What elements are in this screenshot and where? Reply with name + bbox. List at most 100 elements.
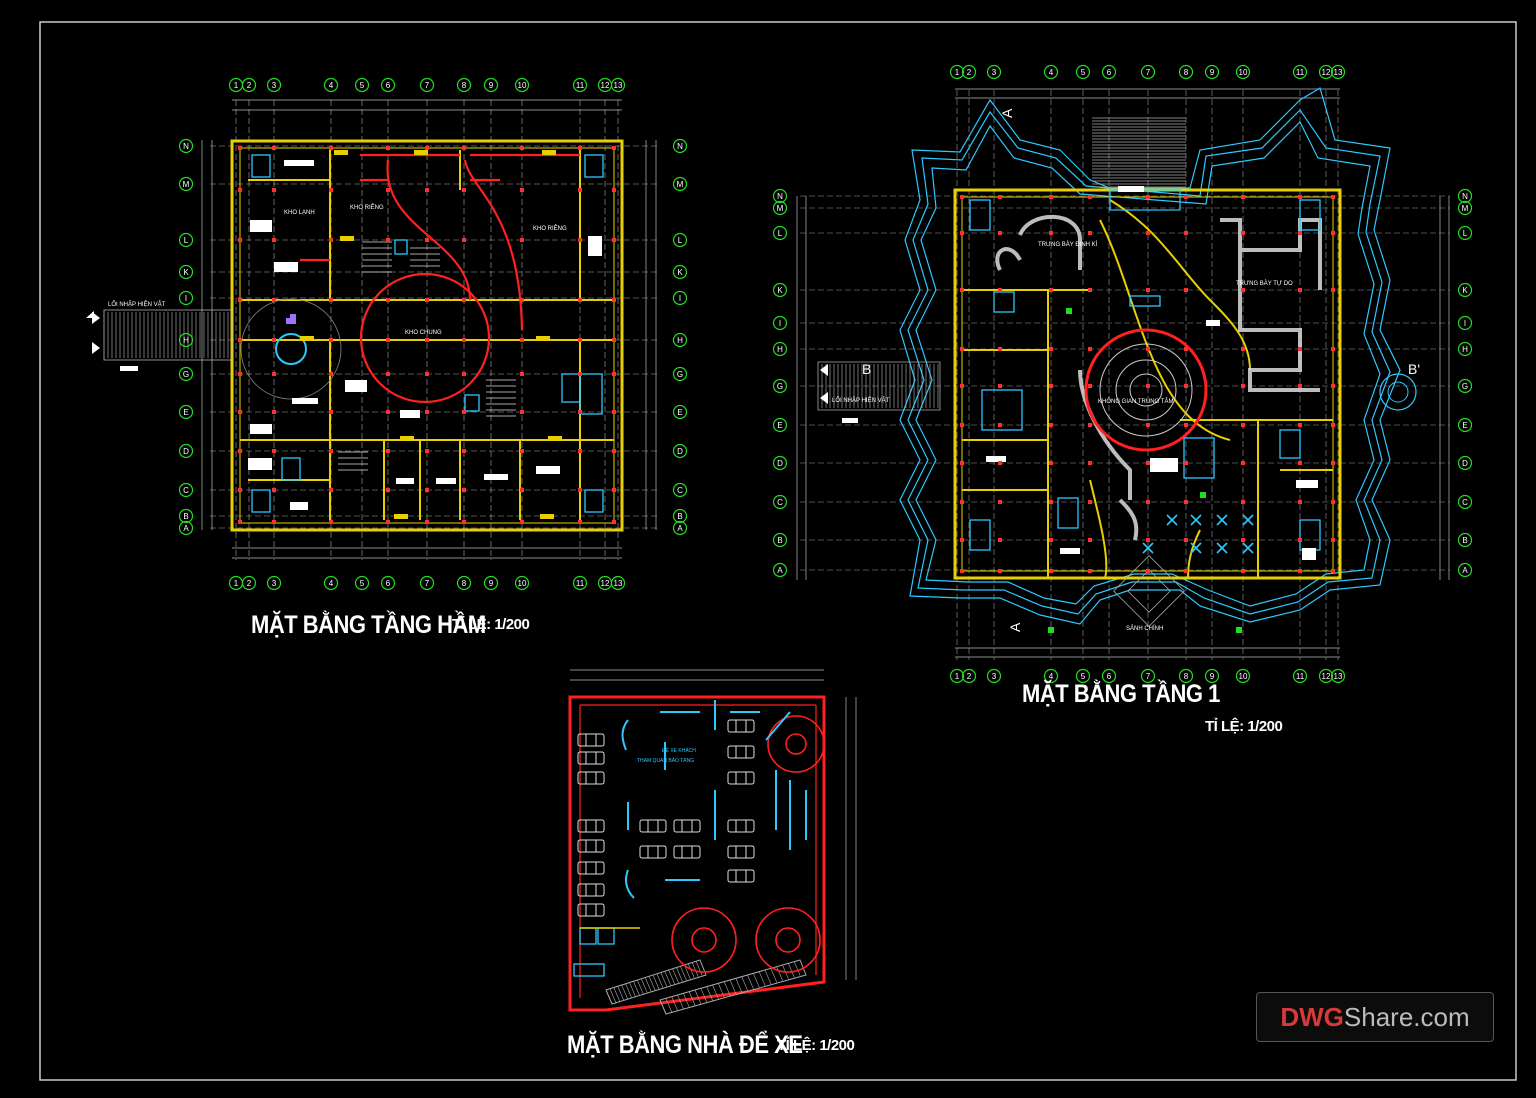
grid-bubble-label: A: [677, 524, 683, 533]
grid-bubble-label: 4: [329, 579, 334, 588]
grid-bubble-label: 2: [247, 579, 252, 588]
grid-bubble-label: G: [1462, 382, 1468, 391]
grid-bubble-label: 1: [955, 672, 960, 681]
grid-bubble-label: 7: [425, 579, 430, 588]
grid-bubble-label: 7: [1146, 672, 1151, 681]
grid-bubble-label: B: [677, 512, 682, 521]
grid-bubble-label: A: [777, 566, 783, 575]
grid-bubble-label: 2: [967, 68, 972, 77]
grid-bubble-label: E: [677, 408, 682, 417]
grid-bubble-label: N: [183, 142, 189, 151]
grid-bubble-label: L: [678, 236, 683, 245]
grid-bubble-label: 5: [360, 579, 365, 588]
grid-bubble-label: N: [777, 192, 783, 201]
grid-bubble-label: H: [777, 345, 783, 354]
grid-bubble-label: K: [183, 268, 189, 277]
grid-bubble-label: 10: [518, 579, 527, 588]
grid-bubble-label: 12: [601, 579, 610, 588]
grid-bubble-label: H: [1462, 345, 1468, 354]
grid-bubble-label: 13: [1334, 68, 1343, 77]
grid-bubble-label: 4: [1049, 68, 1054, 77]
floor1-room-4: SẢNH CHÍNH: [1126, 625, 1163, 632]
grid-bubble-label: 9: [1210, 672, 1215, 681]
grid-bubble-label: M: [677, 180, 684, 189]
grid-bubble-label: C: [777, 498, 783, 507]
basement-room-2: KHO RIÊNG: [350, 203, 384, 211]
parking-note-line2: THAM QUAN BẢO TÀNG: [637, 757, 694, 764]
grid-bubble-label: C: [183, 486, 189, 495]
grid-bubble-label: B: [183, 512, 188, 521]
grid-bubble-label: 13: [614, 579, 623, 588]
grid-bubble-label: 11: [1296, 672, 1305, 681]
grid-bubble-label: L: [184, 236, 189, 245]
grid-bubble-label: 8: [462, 579, 467, 588]
grid-bubble-label: 5: [1081, 672, 1086, 681]
section-mark-a-top: A: [999, 108, 1015, 118]
grid-bubble-label: G: [677, 370, 683, 379]
grid-bubble-label: M: [183, 180, 190, 189]
grid-bubble-label: 2: [967, 672, 972, 681]
grid-bubble-label: 3: [272, 81, 277, 90]
grid-bubble-label: 6: [1107, 672, 1112, 681]
grid-bubble-label: 6: [386, 579, 391, 588]
grid-bubble-label: 1: [955, 68, 960, 77]
grid-bubble-label: 3: [272, 579, 277, 588]
floor1-plan: A A B B' TRƯNG BÀY ĐỊNH KÌ TRƯNG BÀY TỰ …: [772, 64, 1473, 684]
grid-bubble-label: 8: [462, 81, 467, 90]
floor1-room-3: KHÔNG GIAN TRUNG TÂM: [1098, 398, 1173, 405]
grid-bubble-label: 1: [234, 81, 239, 90]
grid-bubble-label: H: [677, 336, 683, 345]
grid-bubble-label: 11: [576, 579, 585, 588]
grid-bubble-label: C: [1462, 498, 1468, 507]
parking-plan: ĐỂ XE KHÁCH THAM QUAN BẢO TÀNG: [568, 669, 857, 1015]
parking-scale: TỈ LỆ: 1/200: [777, 1037, 855, 1054]
grid-bubble-label: D: [677, 447, 683, 456]
section-mark-b-left: B: [862, 361, 871, 377]
grid-bubble-label: C: [677, 486, 683, 495]
sheet-border: [39, 21, 1517, 1081]
grid-bubble-label: H: [183, 336, 189, 345]
grid-bubble-label: 6: [1107, 68, 1112, 77]
grid-bubble-label: 6: [386, 81, 391, 90]
grid-bubble-label: 11: [1296, 68, 1305, 77]
grid-bubble-label: 8: [1184, 68, 1189, 77]
basement-room-1: KHO LẠNH: [284, 210, 315, 216]
grid-bubble-label: B: [777, 536, 782, 545]
grid-bubble-label: L: [778, 229, 783, 238]
grid-bubble-label: 1: [234, 579, 239, 588]
grid-bubble-label: 12: [601, 81, 610, 90]
grid-bubble-label: 12: [1322, 672, 1331, 681]
grid-bubble-label: G: [183, 370, 189, 379]
grid-bubble-label: K: [777, 286, 783, 295]
grid-bubble-label: L: [1463, 229, 1468, 238]
grid-bubble-label: 13: [614, 81, 623, 90]
grid-bubble-label: E: [777, 421, 782, 430]
parking-note-line1: ĐỂ XE KHÁCH: [662, 747, 696, 754]
grid-bubble-label: K: [677, 268, 683, 277]
grid-bubble-label: D: [777, 459, 783, 468]
section-mark-b-right: B': [1408, 361, 1420, 377]
grid-bubble-label: 7: [1146, 68, 1151, 77]
grid-bubble-label: M: [777, 204, 784, 213]
floor1-entrance-label: LỐI NHẬP HIỆN VẬT: [832, 396, 890, 404]
basement-entrance-label: LỐI NHẬP HIỆN VẬT: [108, 300, 166, 308]
basement-room-4: KHO CHUNG: [405, 330, 442, 336]
grid-bubble-label: I: [679, 294, 681, 303]
grid-bubble-label: A: [1462, 566, 1468, 575]
grid-bubble-label: 8: [1184, 672, 1189, 681]
grid-bubble-label: 9: [489, 579, 494, 588]
grid-bubble-label: N: [1462, 192, 1468, 201]
basement-room-3: KHO RIÊNG: [533, 224, 567, 232]
floor1-room-1: TRƯNG BÀY ĐỊNH KÌ: [1038, 241, 1098, 248]
basement-scale: TỈ LỆ: 1/200: [452, 616, 530, 633]
grid-bubble-label: 4: [329, 81, 334, 90]
grid-bubble-label: 13: [1334, 672, 1343, 681]
grid-bubble-label: 10: [1239, 68, 1248, 77]
grid-bubble-label: G: [777, 382, 783, 391]
grid-bubble-label: E: [183, 408, 188, 417]
floor1-scale: TỈ LỆ: 1/200: [1205, 718, 1283, 735]
grid-bubble-label: D: [183, 447, 189, 456]
basement-title: MẶT BẰNG TẦNG HẦM: [251, 610, 486, 639]
